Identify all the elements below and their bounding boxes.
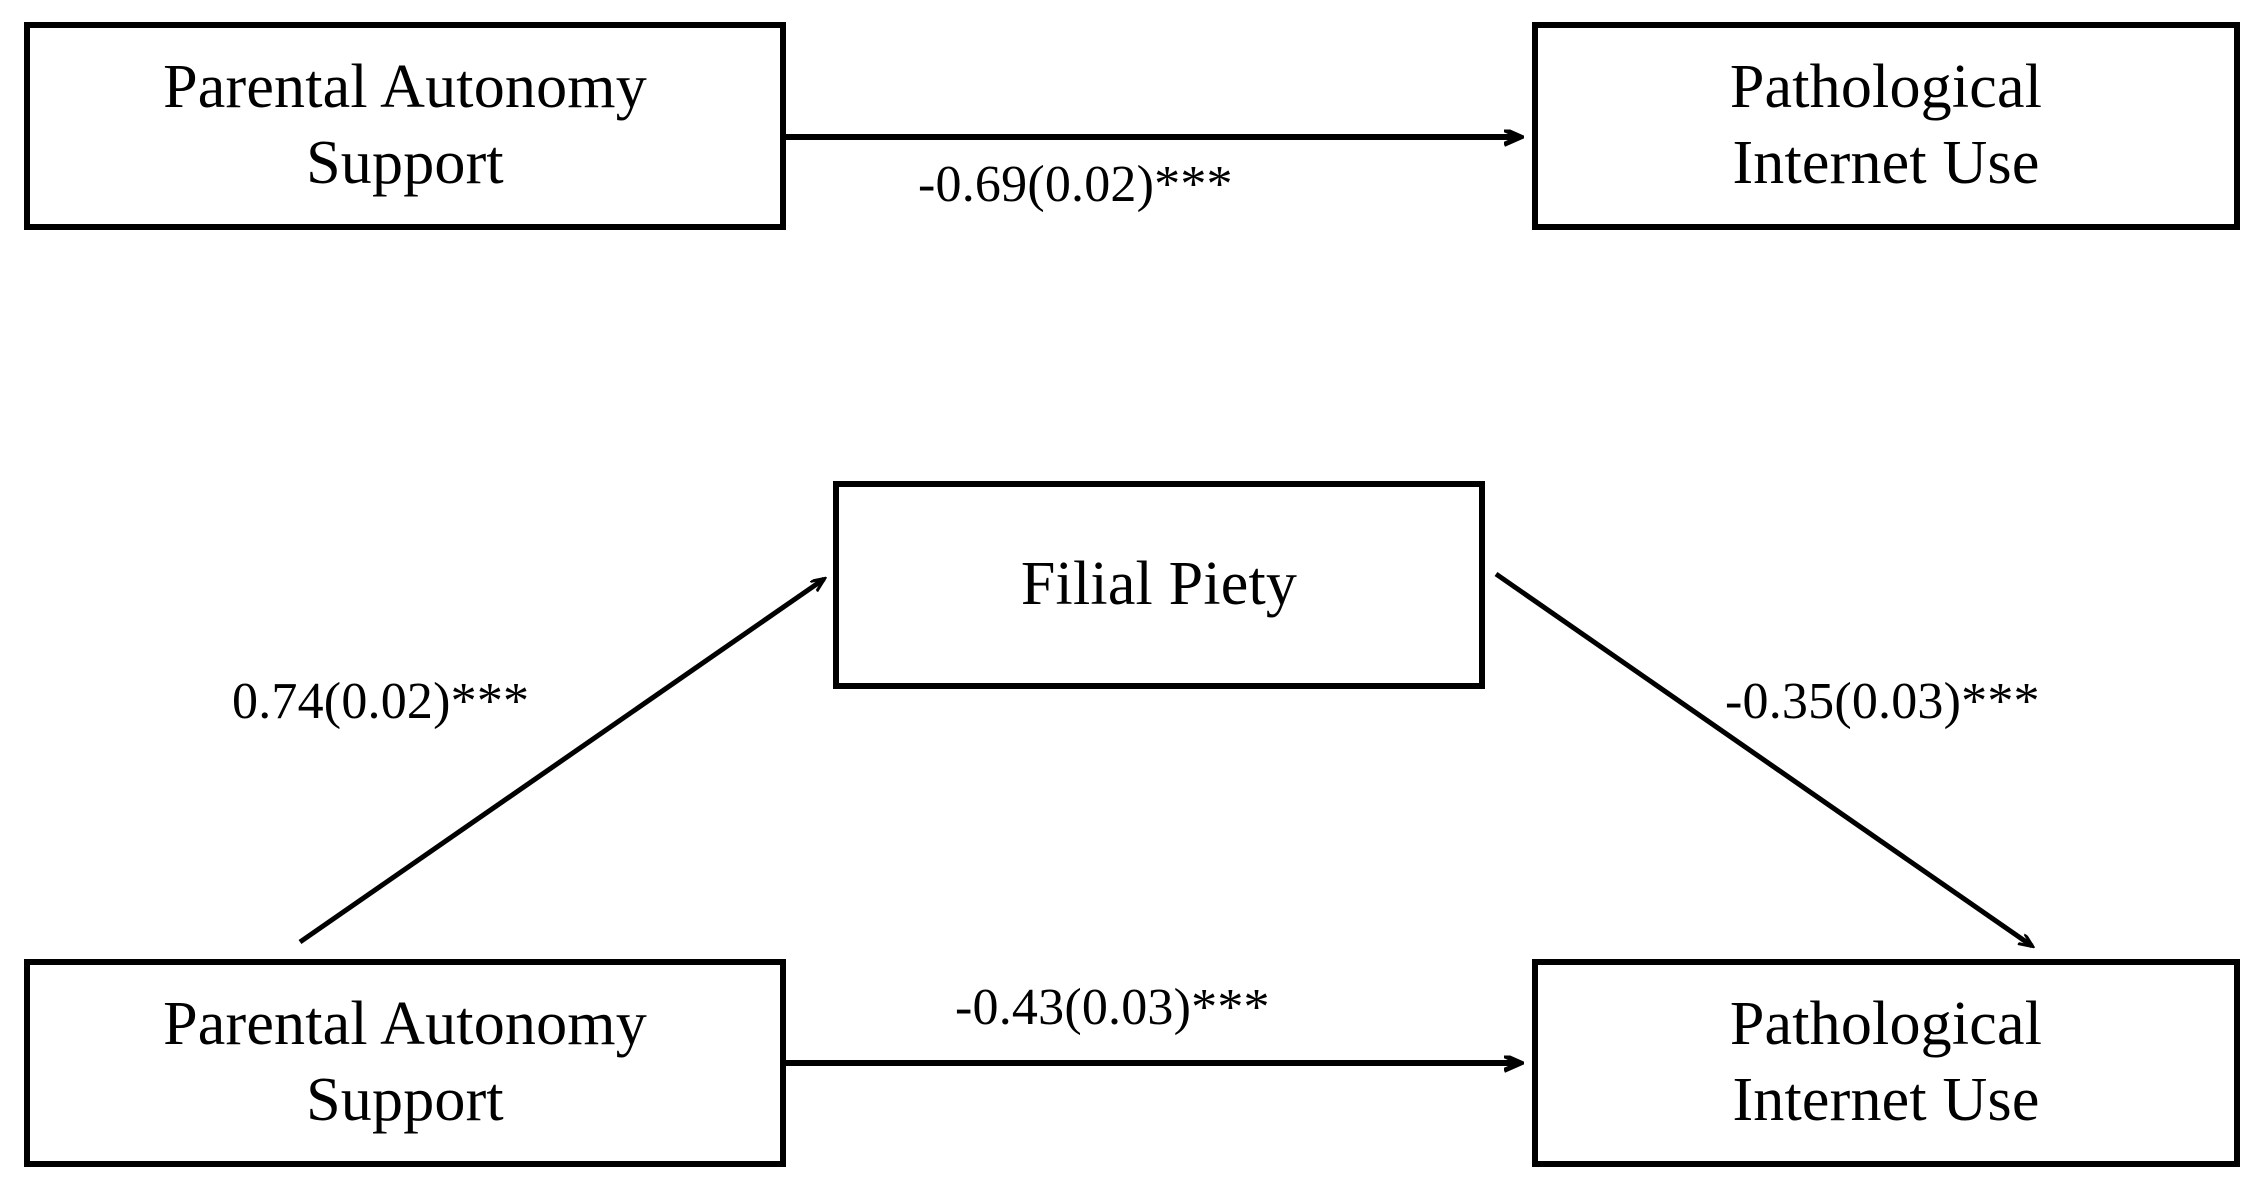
- node-filial-piety[interactable]: Filial Piety: [833, 481, 1485, 689]
- edge-label-b-path: -0.35(0.03)***: [1725, 673, 2040, 730]
- node-top-pathological-internet-use[interactable]: Pathological Internet Use: [1532, 22, 2240, 230]
- node-top-parental-autonomy-support[interactable]: Parental Autonomy Support: [24, 22, 786, 230]
- edge-label-a-path: 0.74(0.02)***: [232, 673, 530, 730]
- node-label-top-pathological-internet-use: Pathological Internet Use: [1729, 53, 2043, 197]
- node-bottom-parental-autonomy-support[interactable]: Parental Autonomy Support: [24, 959, 786, 1167]
- node-label-bottom-pathological-internet-use: Pathological Internet Use: [1729, 990, 2043, 1134]
- node-label-filial-piety: Filial Piety: [1020, 550, 1298, 619]
- arrow-a-path: [298, 579, 824, 945]
- node-label-bottom-parental-autonomy-support: Parental Autonomy Support: [163, 990, 647, 1134]
- node-bottom-pathological-internet-use[interactable]: Pathological Internet Use: [1532, 959, 2240, 1167]
- node-label-top-parental-autonomy-support: Parental Autonomy Support: [163, 53, 647, 197]
- edge-label-top-direct-path: -0.69(0.02)***: [918, 156, 1233, 213]
- arrow-b-path: [1494, 571, 2032, 946]
- edge-label-c-prime-path: -0.43(0.03)***: [955, 979, 1270, 1036]
